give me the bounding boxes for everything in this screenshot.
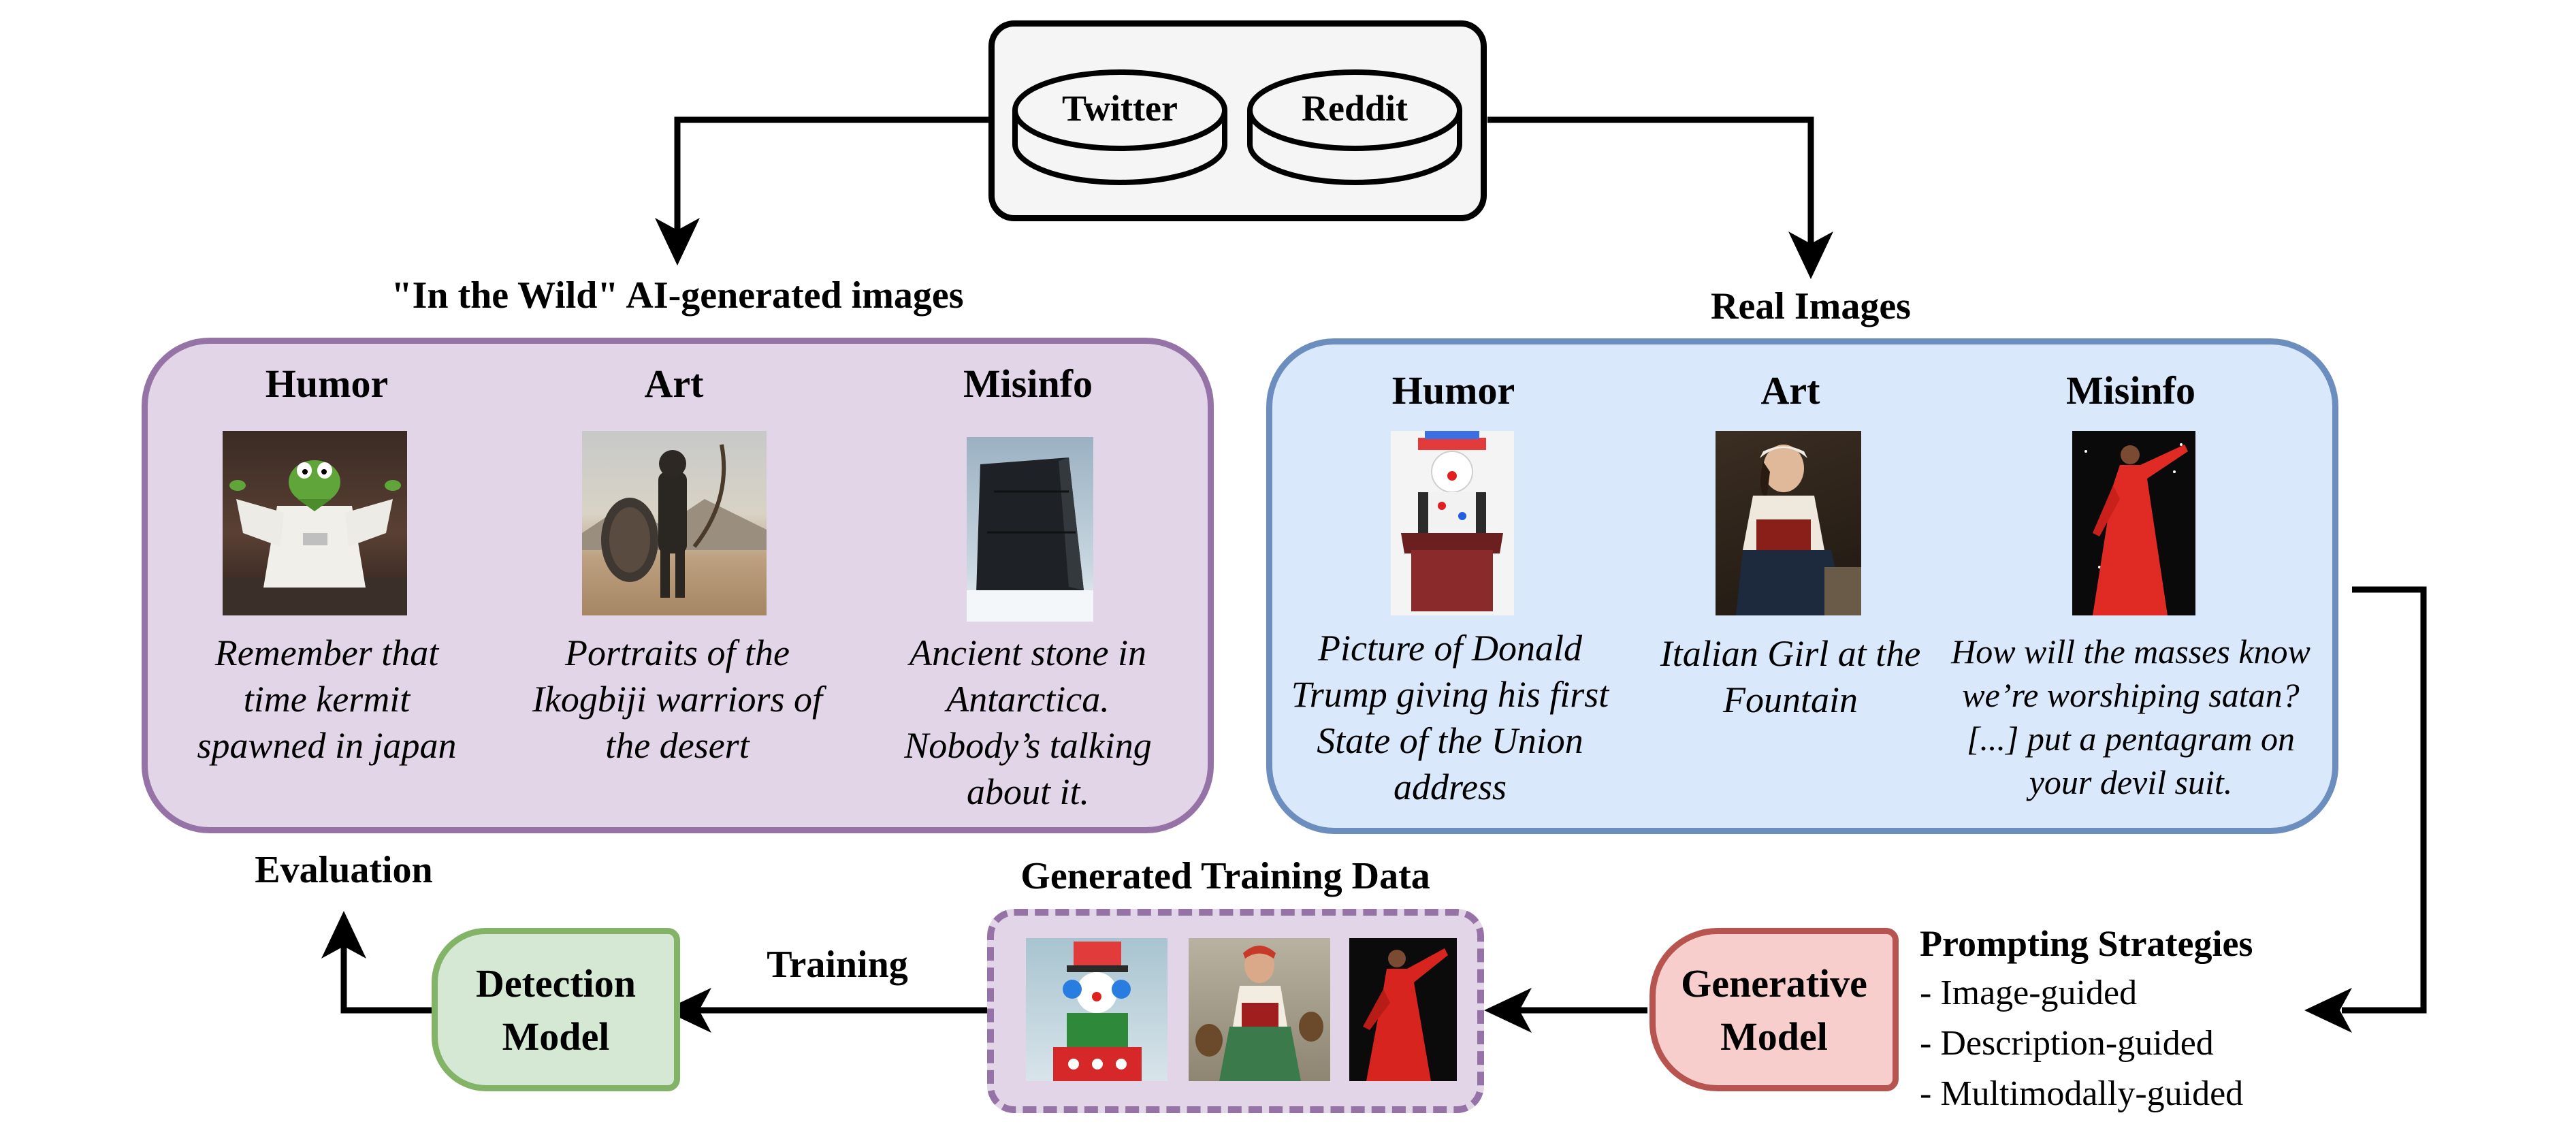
- caption-line: Remember that: [214, 632, 439, 673]
- detection-model-label: Detection Model: [432, 957, 680, 1063]
- label-line: Model: [1720, 1014, 1828, 1059]
- generated-girl-thumbnail: [1189, 938, 1330, 1081]
- caption-line: Fountain: [1723, 679, 1858, 720]
- caption-line: spawned in japan: [197, 725, 457, 766]
- arrowhead: [2304, 988, 2352, 1033]
- real-caption-art: Italian Girl at the Fountain: [1637, 630, 1944, 723]
- wild-category-art: Art: [644, 361, 704, 406]
- generative-model-label: Generative Model: [1649, 957, 1899, 1063]
- prompting-strategies-title: Prompting Strategies: [1920, 923, 2253, 964]
- generated-performer-thumbnail: [1349, 938, 1457, 1081]
- caption-line: Antarctica.: [946, 679, 1110, 720]
- evaluation-label: Evaluation: [255, 849, 433, 891]
- caption-line: time kermit: [243, 679, 410, 720]
- caption-line: your devil suit.: [2029, 763, 2233, 801]
- arrowhead: [664, 988, 711, 1033]
- wild-caption-misinfo: Ancient stone in Antarctica. Nobody’s ta…: [871, 630, 1185, 815]
- warrior-thumbnail: [582, 431, 767, 615]
- label-line: Detection: [475, 961, 637, 1006]
- caption-line: address: [1393, 767, 1507, 807]
- detection-model-box: [432, 928, 680, 1091]
- wild-panel-title: "In the Wild" AI-generated images: [391, 274, 964, 317]
- label-line: Model: [502, 1014, 610, 1059]
- real-category-misinfo: Misinfo: [2065, 368, 2196, 413]
- stone-thumbnail: [967, 437, 1093, 622]
- arrow-real-to-generative: [2342, 586, 2427, 1014]
- caption-line: Ikogbiji warriors of: [532, 679, 823, 720]
- generated-clown-thumbnail: [1026, 938, 1168, 1081]
- caption-line: the desert: [605, 725, 750, 766]
- clown-podium-thumbnail: [1391, 431, 1514, 615]
- real-caption-humor: Picture of Donald Trump giving his first…: [1273, 625, 1627, 810]
- caption-line: Picture of Donald: [1318, 628, 1582, 669]
- wild-category-misinfo: Misinfo: [963, 361, 1093, 406]
- arrowhead: [1484, 988, 1532, 1033]
- caption-line: Italian Girl at the: [1660, 633, 1921, 674]
- caption-line: Trump giving his first: [1291, 674, 1609, 715]
- real-caption-misinfo: How will the masses know we’re worshipin…: [1933, 630, 2328, 804]
- generative-model-box: [1649, 928, 1899, 1091]
- prompting-item: - Multimodally-guided: [1920, 1074, 2244, 1113]
- real-category-humor: Humor: [1391, 368, 1515, 413]
- wild-category-humor: Humor: [265, 361, 389, 406]
- generated-data-title: Generated Training Data: [1020, 855, 1430, 897]
- caption-line: about it.: [966, 771, 1089, 812]
- kermit-thumbnail: [223, 431, 407, 615]
- arrow-detection-to-evaluation: [340, 943, 436, 1014]
- real-panel-title: Real Images: [1711, 285, 1911, 327]
- caption-line: How will the masses know: [1951, 632, 2311, 671]
- training-label: Training: [767, 944, 908, 986]
- reddit-database-icon: [1247, 69, 1462, 185]
- wild-caption-art: Portraits of the Ikogbiji warriors of th…: [507, 630, 848, 769]
- caption-line: Portraits of the: [564, 632, 790, 673]
- prompting-strategies: Prompting Strategies - Image-guided - De…: [1920, 919, 2328, 1119]
- caption-line: [...] put a pentagram on: [1967, 720, 2295, 758]
- arrow-sources-to-wild: [674, 116, 994, 235]
- caption-line: State of the Union: [1317, 720, 1583, 761]
- real-category-art: Art: [1760, 368, 1820, 413]
- reddit-label: Reddit: [1301, 88, 1408, 129]
- caption-line: we’re worshiping satan?: [1962, 676, 2300, 714]
- twitter-database-icon: [1012, 69, 1227, 185]
- wild-caption-humor: Remember that time kermit spawned in jap…: [163, 630, 490, 769]
- arrowhead: [1788, 231, 1833, 279]
- caption-line: Ancient stone in: [909, 632, 1146, 673]
- prompting-item: - Image-guided: [1920, 974, 2138, 1012]
- twitter-label: Twitter: [1062, 88, 1178, 129]
- label-line: Generative: [1681, 961, 1867, 1006]
- arrowhead: [321, 911, 366, 959]
- red-suit-performer-thumbnail: [2072, 431, 2195, 615]
- caption-line: Nobody’s talking: [904, 725, 1152, 766]
- italian-girl-painting-thumbnail: [1716, 431, 1861, 615]
- arrowhead: [655, 218, 700, 266]
- prompting-item: - Description-guided: [1920, 1024, 2214, 1063]
- arrow-sources-to-real: [1487, 116, 1814, 248]
